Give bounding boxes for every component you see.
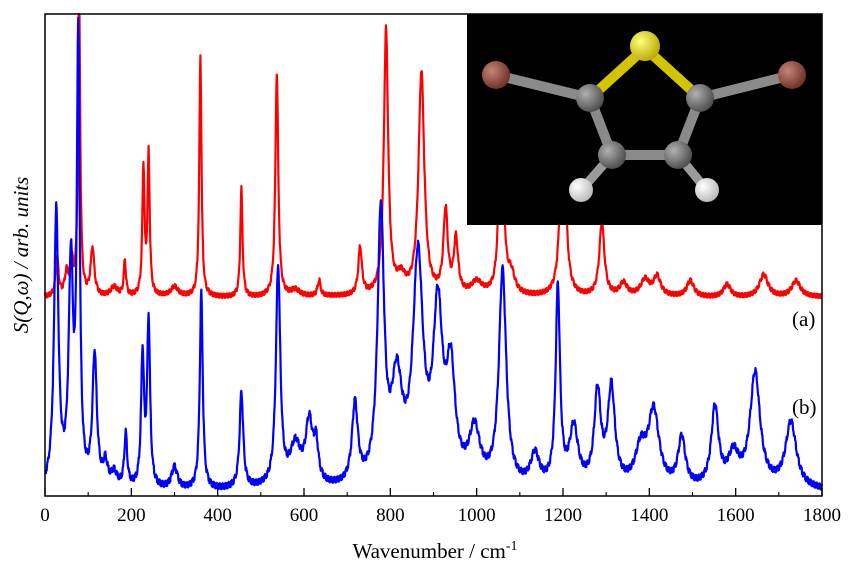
series-line-b bbox=[44, 16, 824, 491]
atom-h-left bbox=[569, 178, 593, 202]
series-line-a bbox=[43, 12, 823, 300]
curve-label-b: (b) bbox=[792, 395, 817, 419]
x-tick-label-1400: 1400 bbox=[630, 505, 668, 526]
atom-c-left-top bbox=[576, 84, 604, 112]
bond-c-br-right bbox=[695, 70, 797, 103]
x-tick-label-200: 200 bbox=[117, 505, 146, 526]
x-tick-label-1000: 1000 bbox=[458, 505, 496, 526]
curve-label-a: (a) bbox=[792, 307, 815, 331]
atom-h-right bbox=[695, 178, 719, 202]
y-axis-title: S(Q,ω) / arb. units bbox=[9, 177, 33, 334]
atom-c-right-bottom bbox=[664, 141, 692, 169]
x-tick-label-800: 800 bbox=[376, 505, 405, 526]
bond-c-br-left bbox=[491, 70, 595, 103]
x-tick-label-0: 0 bbox=[40, 505, 50, 526]
atom-s bbox=[630, 31, 660, 61]
x-tick-label-600: 600 bbox=[290, 505, 319, 526]
x-tick-label-400: 400 bbox=[203, 505, 232, 526]
atom-br-right bbox=[778, 61, 806, 89]
atom-c-right-top bbox=[686, 84, 714, 112]
x-tick-label-1800: 1800 bbox=[803, 505, 841, 526]
molecule-inset bbox=[467, 14, 822, 225]
atom-c-left-bottom bbox=[598, 141, 626, 169]
x-axis-title-text: Wavenumber / cm bbox=[352, 539, 505, 563]
x-tick-label-1200: 1200 bbox=[544, 505, 582, 526]
atom-br-left bbox=[482, 61, 510, 89]
x-tick-label-1600: 1600 bbox=[717, 505, 755, 526]
x-axis-title-superscript: -1 bbox=[506, 539, 518, 554]
x-axis-title: Wavenumber / cm-1 bbox=[352, 539, 517, 563]
